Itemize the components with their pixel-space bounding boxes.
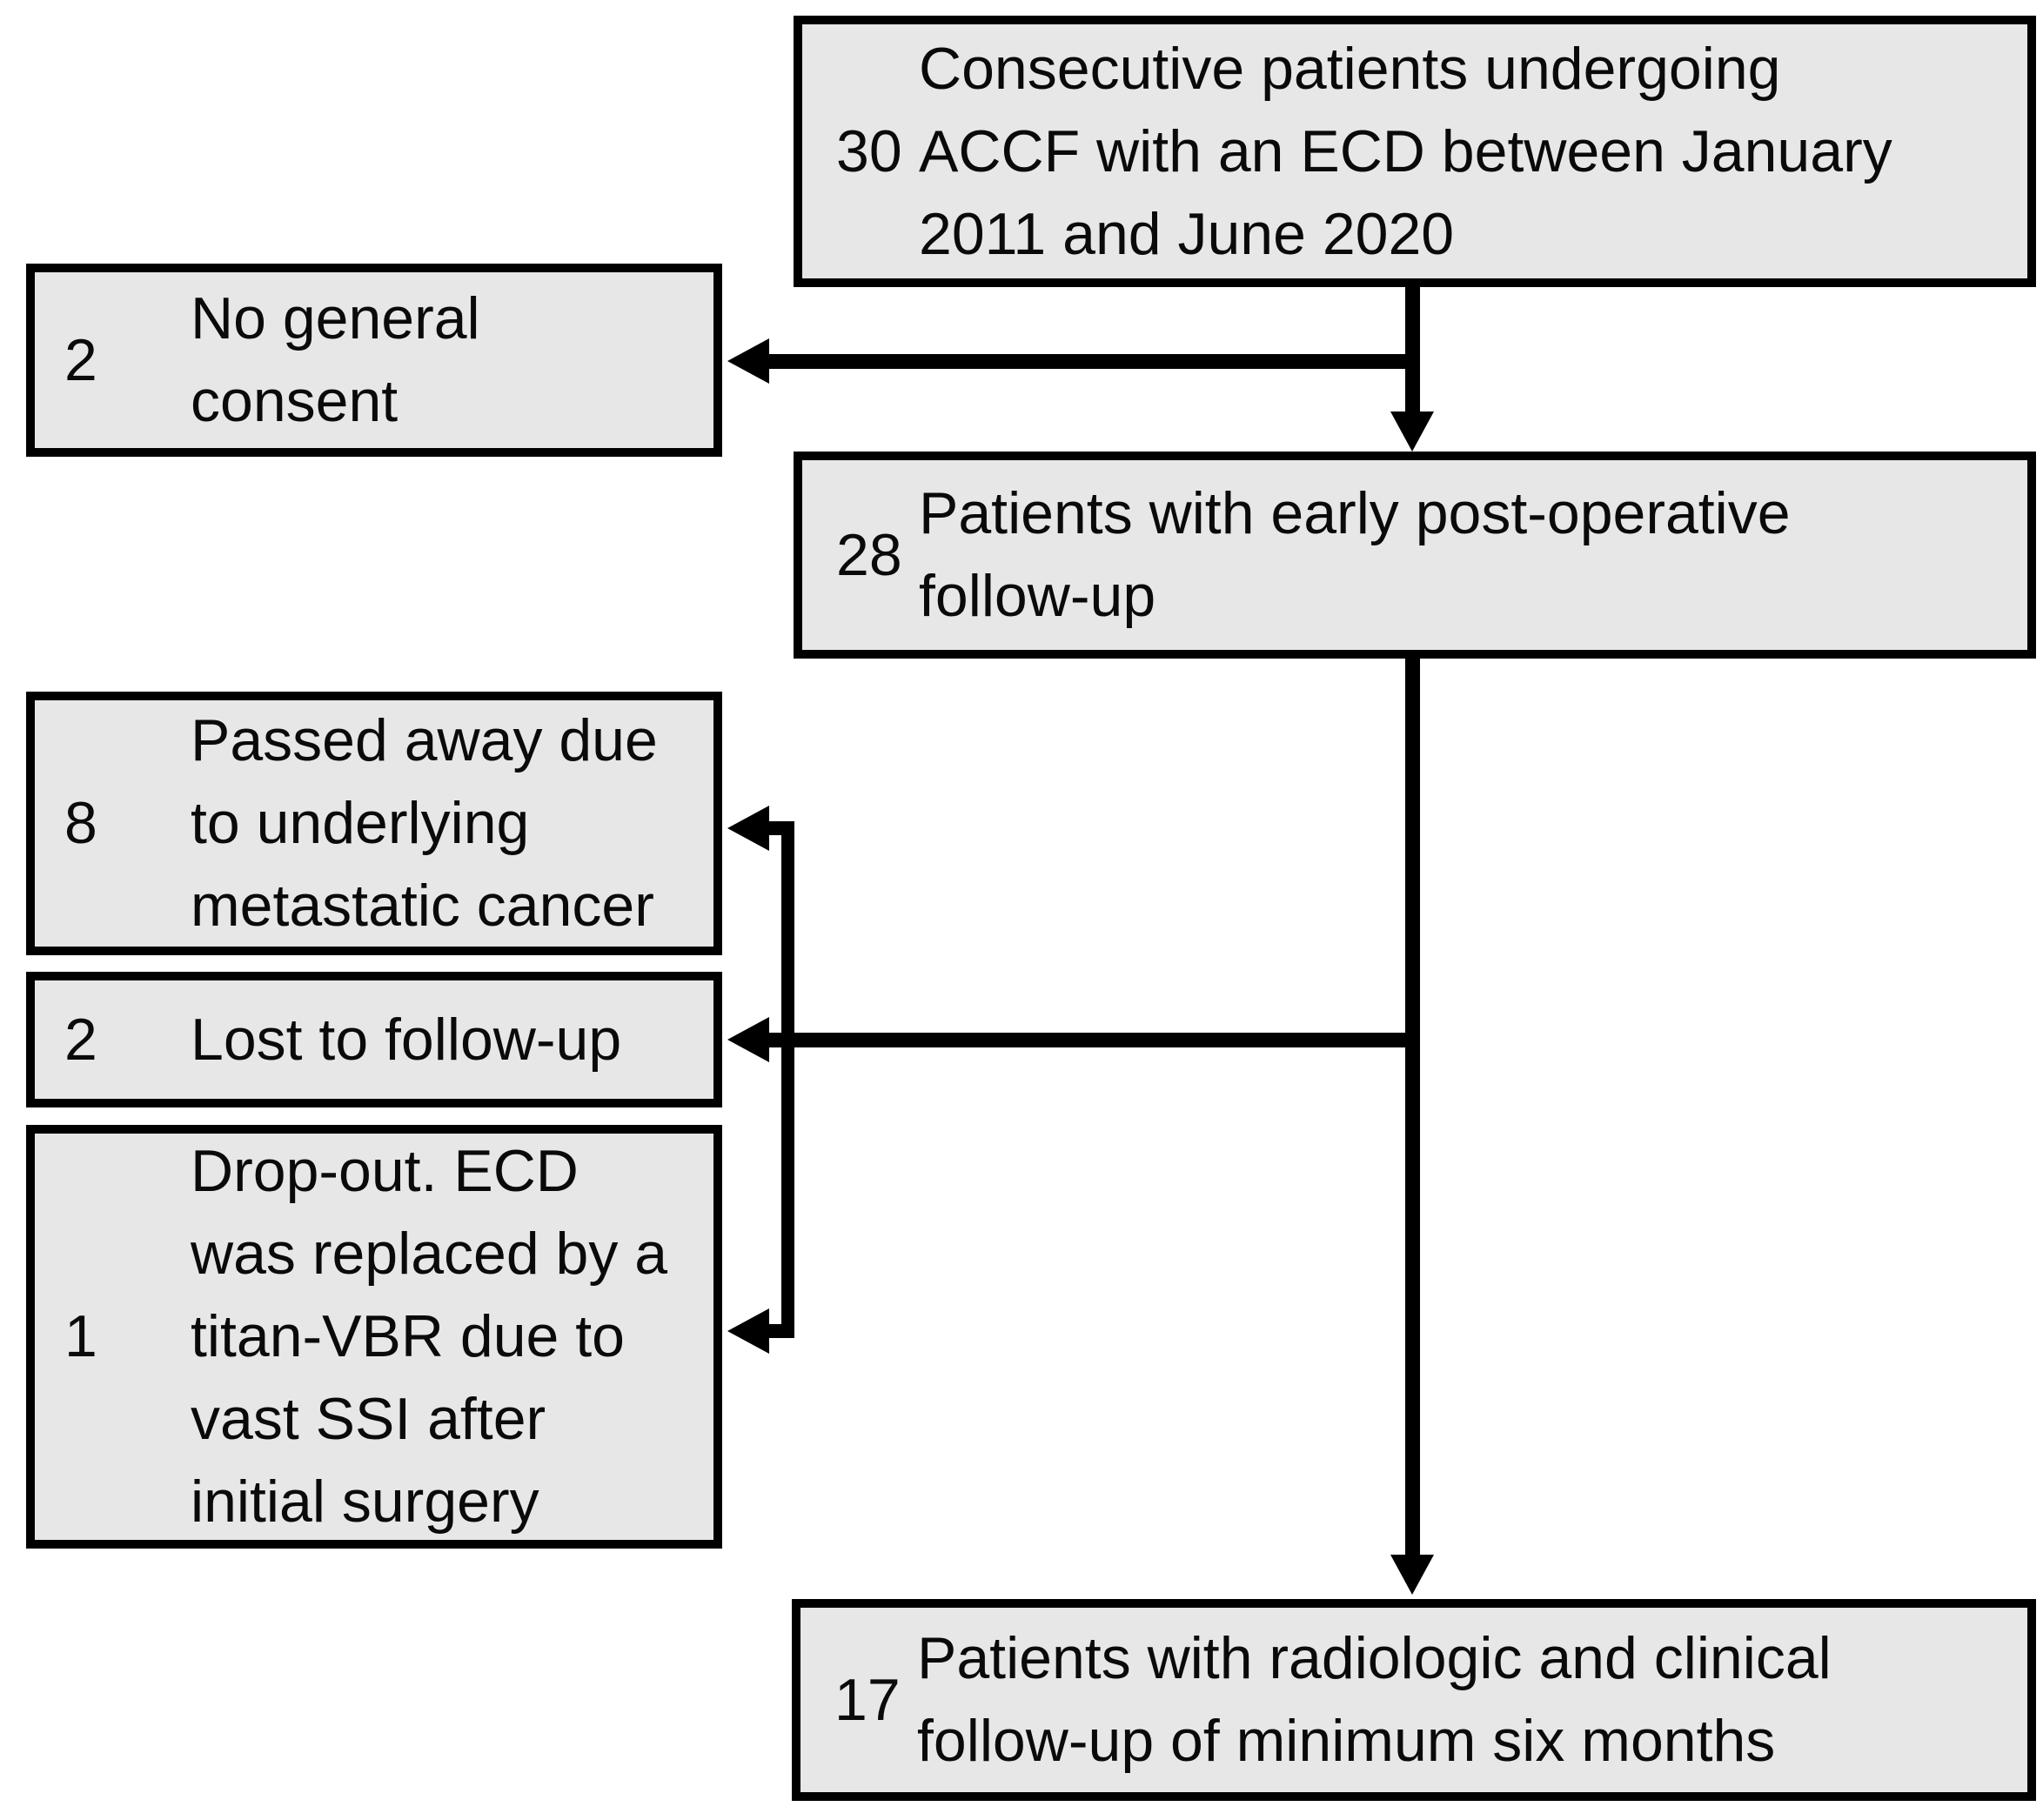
connector-lost-followup-branch (766, 1033, 1420, 1047)
node-radiologic-clinical-followup: 17 Patients with radiologic and clinical… (792, 1599, 2036, 1801)
node-label: Lost to follow-up (191, 1006, 622, 1073)
node-label: Drop-out. ECD was replaced by a titan-VB… (191, 1138, 668, 1535)
arrow-left-icon (727, 806, 769, 851)
connector-main-trunk (1405, 657, 1420, 1558)
connector-bracket-top-arm (764, 821, 794, 835)
node-lost-to-followup: 2 Lost to follow-up (26, 972, 722, 1107)
node-label: Passed away due to underlying metastatic… (191, 707, 658, 939)
node-count: 2 (64, 326, 97, 393)
node-count: 30 (836, 117, 902, 184)
node-count: 2 (64, 1006, 97, 1073)
arrow-left-icon (727, 1308, 769, 1354)
arrow-down-icon (1390, 1555, 1434, 1595)
node-count: 17 (834, 1666, 901, 1733)
connector-no-consent-branch (766, 354, 1420, 369)
node-label: Consecutive patients undergoing ACCF wit… (919, 35, 1892, 267)
arrow-left-icon (727, 1017, 769, 1062)
node-label: Patients with radiologic and clinical fo… (917, 1625, 1832, 1774)
connector-top-trunk (1405, 285, 1420, 418)
node-label: No general consent (191, 285, 480, 434)
node-label: Patients with early post-operative follo… (919, 480, 1791, 629)
node-drop-out-ecd-replaced: 1 Drop-out. ECD was replaced by a titan-… (26, 1125, 722, 1549)
arrow-down-icon (1390, 412, 1434, 452)
node-no-general-consent: 2 No general consent (26, 264, 722, 457)
node-early-postoperative-followup: 28 Patients with early post-operative fo… (794, 452, 2036, 659)
node-count: 28 (836, 521, 902, 588)
arrow-left-icon (727, 338, 769, 384)
node-consecutive-patients: 30 Consecutive patients undergoing ACCF … (794, 16, 2036, 287)
connector-bracket-vertical (781, 821, 794, 1338)
node-count: 8 (64, 790, 97, 856)
connector-bracket-bottom-arm (764, 1324, 794, 1338)
node-passed-away-metastatic-cancer: 8 Passed away due to underlying metastat… (26, 692, 722, 955)
node-count: 1 (64, 1303, 97, 1369)
